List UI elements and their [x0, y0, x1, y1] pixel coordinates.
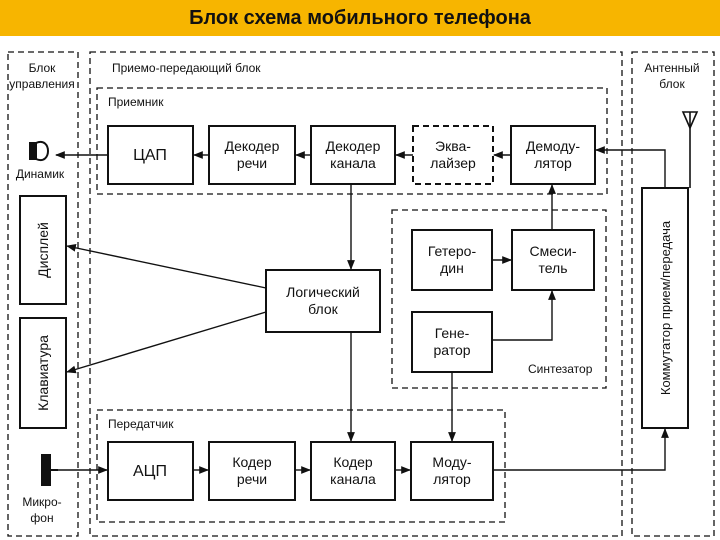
mixer-label-1: Смеси- [529, 243, 576, 259]
antenna-unit-label: Антенный [644, 61, 699, 75]
generator-label-1: Гене- [435, 325, 470, 341]
speech-decoder-label-1: Декодер [225, 138, 280, 154]
adc-block [107, 441, 194, 501]
antenna-unit-label-2: блок [659, 77, 685, 91]
antenna-unit-frame [631, 51, 715, 537]
logic-block [265, 269, 381, 333]
mixer-label-2: тель [538, 260, 567, 276]
tx-rx-switch-block [641, 187, 689, 429]
equalizer-label-1: Эква- [435, 138, 471, 154]
antenna-icon [681, 111, 699, 150]
channel-coder-label-1: Кодер [333, 454, 373, 470]
speech-coder-label-2: речи [237, 471, 267, 487]
heterodyne-label-2: дин [440, 260, 464, 276]
demodulator-label-2: лятор [534, 155, 572, 171]
equalizer-block [412, 125, 494, 185]
channel-decoder-label-2: канала [330, 155, 376, 171]
display-block [19, 195, 67, 305]
generator-to-mixer-arrow [492, 290, 556, 341]
transceiver-label: Приемо-передающий блок [112, 61, 261, 75]
channel-coder-label-2: канала [330, 471, 376, 487]
heterodyne-label-1: Гетеро- [428, 243, 477, 259]
microphone-label-2: фон [30, 511, 53, 525]
logic-to-keyboard-arrow [66, 311, 267, 374]
logic-label-1: Логический [286, 284, 360, 300]
control-unit-label-2: управления [9, 77, 74, 91]
speaker-icon [29, 140, 49, 162]
logic-to-display-arrow [66, 243, 267, 289]
mixer-block [511, 229, 595, 291]
receiver-frame [96, 87, 608, 195]
speech-coder-block [208, 441, 296, 501]
speech-coder-label-1: Кодер [232, 454, 272, 470]
keyboard-label: Клавиатура [35, 335, 51, 411]
transmitter-label: Передатчик [108, 417, 174, 431]
dac-block [107, 125, 194, 185]
speaker-label: Динамик [16, 167, 65, 181]
speech-decoder-label-2: речи [237, 155, 267, 171]
keyboard-block [19, 317, 67, 429]
generator-label-2: ратор [433, 342, 470, 358]
modulator-block [410, 441, 494, 501]
transceiver-frame [89, 51, 623, 537]
switch-label: Коммутатор прием/передача [658, 220, 673, 395]
equalizer-label-2: лайзер [430, 155, 476, 171]
synthesizer-label: Синтезатор [528, 362, 593, 376]
control-unit-label: Блок [29, 61, 57, 75]
transmitter-frame [96, 409, 506, 523]
modulator-label-1: Моду- [432, 454, 471, 470]
modulator-to-switch-arrow [493, 428, 669, 471]
control-unit-frame [7, 51, 79, 537]
channel-coder-block [310, 441, 396, 501]
adc-label: АЦП [133, 463, 167, 480]
demodulator-label-1: Демоду- [526, 138, 581, 154]
microphone-icon [41, 454, 58, 486]
heterodyne-block [411, 229, 493, 291]
modulator-label-2: лятор [433, 471, 471, 487]
diagram-title: Блок схема мобильного телефона [189, 6, 531, 29]
dac-label: ЦАП [133, 147, 167, 164]
synthesizer-frame [391, 209, 607, 389]
switch-to-demodulator-arrow [595, 146, 666, 188]
speech-decoder-block [208, 125, 296, 185]
logic-label-2: блок [308, 301, 339, 317]
display-label: Дисплей [35, 222, 51, 278]
microphone-label: Микро- [22, 495, 61, 509]
channel-decoder-label-1: Декодер [326, 138, 381, 154]
receiver-label: Приемник [108, 95, 164, 109]
title-banner: Блок схема мобильного телефона [0, 0, 720, 36]
